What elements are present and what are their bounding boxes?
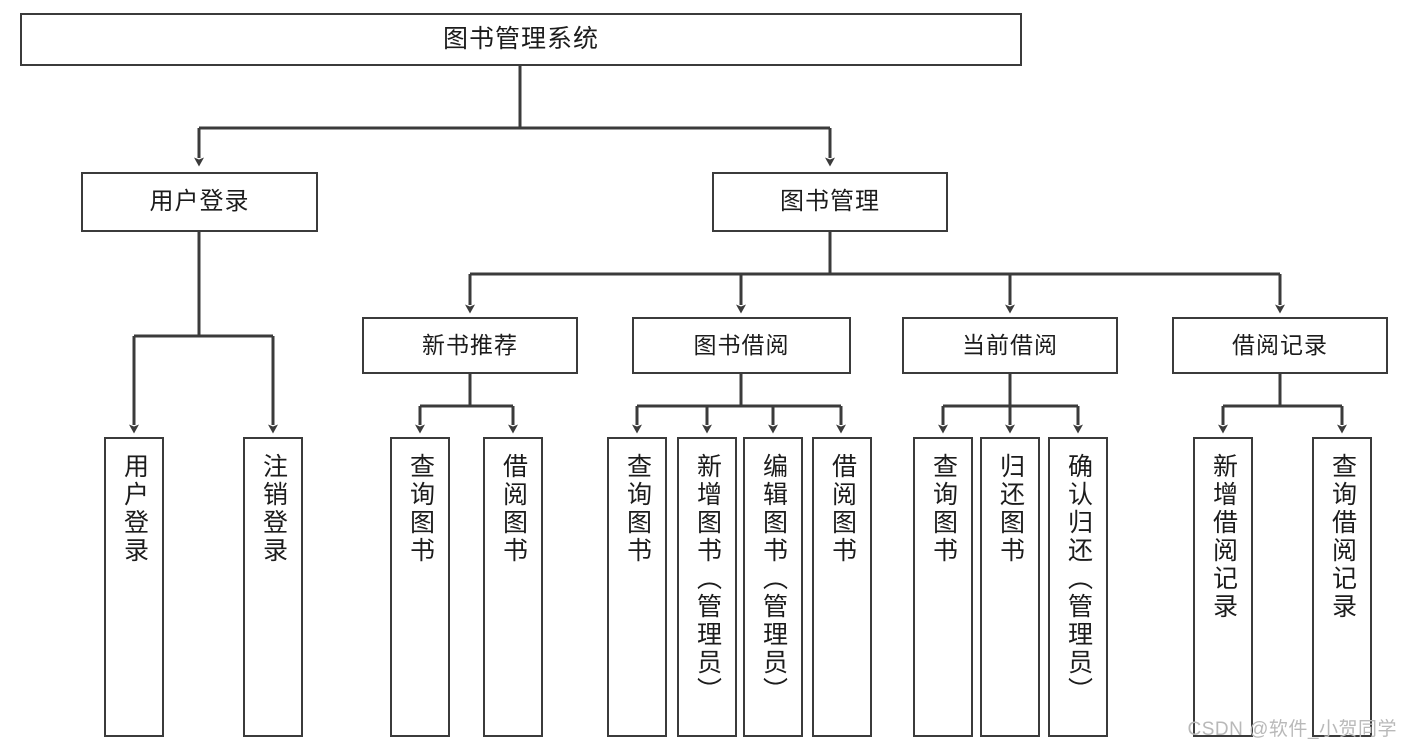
node-label: 查询图书 [406, 453, 435, 565]
node-label: 归还图书 [996, 453, 1025, 565]
node-label: 借阅图书 [499, 453, 528, 565]
leaf-current-borrow-return-book[interactable]: 归还图书 [980, 437, 1040, 737]
leaf-book-borrow-query-book[interactable]: 查询图书 [607, 437, 667, 737]
node-label: 查询图书 [929, 453, 958, 565]
leaf-book-borrow-add-book-admin[interactable]: 新增图书（管理员） [677, 437, 737, 737]
node-label: 借阅记录 [1232, 332, 1328, 359]
node-label: 查询借阅记录 [1328, 453, 1357, 621]
node-label: 图书借阅 [693, 332, 790, 359]
node-label: 确认归还（管理员） [1064, 453, 1093, 705]
node-label: 用户登录 [149, 188, 250, 216]
leaf-current-borrow-confirm-return-admin[interactable]: 确认归还（管理员） [1048, 437, 1108, 737]
leaf-book-borrow-edit-book-admin[interactable]: 编辑图书（管理员） [743, 437, 803, 737]
node-user-login[interactable]: 用户登录 [81, 172, 318, 232]
node-label: 新增借阅记录 [1209, 453, 1238, 621]
leaf-borrow-record-add-record[interactable]: 新增借阅记录 [1193, 437, 1253, 737]
leaf-borrow-record-query-record[interactable]: 查询借阅记录 [1312, 437, 1372, 737]
node-label: 注销登录 [259, 453, 288, 565]
node-book-borrow[interactable]: 图书借阅 [632, 317, 851, 374]
node-current-borrow[interactable]: 当前借阅 [902, 317, 1118, 374]
node-label: 新书推荐 [422, 332, 518, 359]
leaf-new-book-borrow-book[interactable]: 借阅图书 [483, 437, 543, 737]
node-label: 图书管理 [780, 188, 880, 216]
node-label: 编辑图书（管理员） [759, 453, 788, 705]
leaf-user-login-logout[interactable]: 注销登录 [243, 437, 303, 737]
leaf-new-book-query-book[interactable]: 查询图书 [390, 437, 450, 737]
leaf-user-login-login[interactable]: 用户登录 [104, 437, 164, 737]
node-book-management[interactable]: 图书管理 [712, 172, 948, 232]
node-label: 用户登录 [120, 453, 149, 565]
node-label: 借阅图书 [828, 453, 857, 565]
node-label: 查询图书 [623, 453, 652, 565]
node-new-book-recommend[interactable]: 新书推荐 [362, 317, 578, 374]
node-label: 新增图书（管理员） [693, 453, 722, 705]
node-label: 图书管理系统 [442, 25, 599, 54]
leaf-current-borrow-query-book[interactable]: 查询图书 [913, 437, 973, 737]
node-borrow-record[interactable]: 借阅记录 [1172, 317, 1388, 374]
leaf-book-borrow-borrow-book[interactable]: 借阅图书 [812, 437, 872, 737]
node-root-book-management-system[interactable]: 图书管理系统 [20, 13, 1022, 66]
node-label: 当前借阅 [962, 332, 1058, 359]
